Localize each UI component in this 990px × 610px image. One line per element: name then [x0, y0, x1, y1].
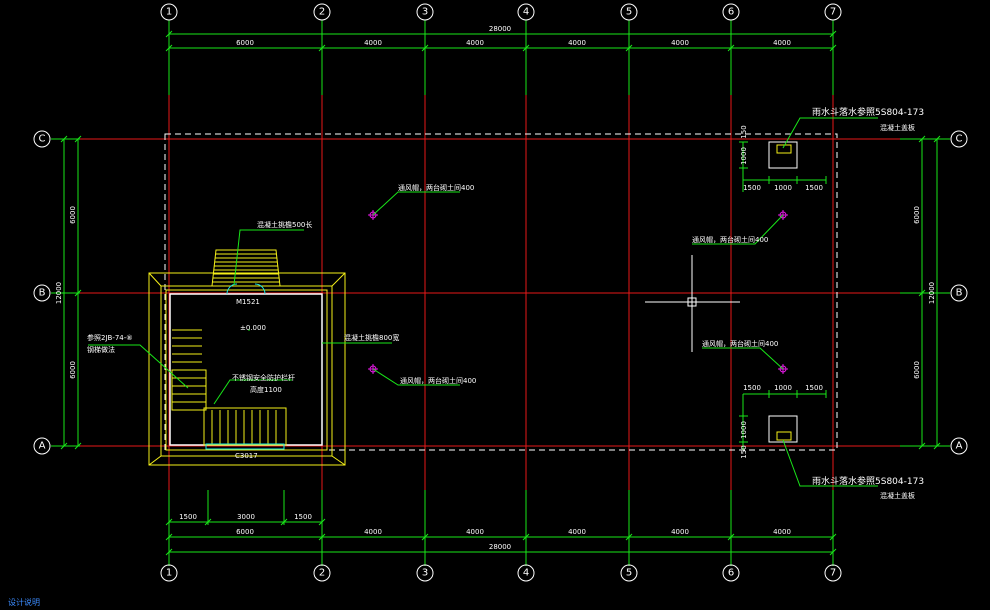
label-vent-4: 通风帽，两台砌土间400 [702, 339, 778, 348]
label-ladder-ref-2: 钢梯做法 [87, 345, 115, 354]
label-rain-top: 雨水斗落水参照5S804-173 [812, 106, 924, 118]
hatch-top-dim-1: 1500 [743, 184, 761, 192]
hatch-top-side-1: 1000 [740, 147, 748, 165]
railing-block [203, 407, 287, 446]
axis-bubbles-top: 1 2 3 4 5 6 7 [160, 3, 842, 21]
top-dimensions [165, 30, 837, 52]
label-parapet: 混凝土挑檐800宽 [344, 333, 399, 342]
dim-bottom-seg-5: 4000 [671, 528, 689, 536]
dim-bottom-total: 28000 [489, 543, 511, 551]
bubble-bottom-1: 1 [166, 568, 172, 579]
hatch-bottom-dim-2: 1000 [774, 384, 792, 392]
label-elevation: ±0.000 [240, 324, 266, 332]
right-dimensions [918, 135, 941, 450]
hatch-top-side-2: 150 [740, 125, 748, 138]
bubble-bottom-5: 5 [626, 568, 632, 579]
dim-right-outer: 12000 [928, 282, 936, 304]
bubble-left-b: B [39, 288, 46, 299]
door-swing [226, 283, 266, 295]
stair-tower [148, 272, 346, 466]
label-rain-bottom-sub: 混凝土盖板 [880, 491, 915, 500]
dim-right-part-2: 6000 [913, 361, 921, 379]
label-canopy: 混凝土挑檐500长 [257, 220, 312, 229]
bubble-right-a: A [956, 441, 963, 452]
dim-bottom-seg-3: 4000 [466, 528, 484, 536]
bubble-top-6: 6 [728, 7, 734, 18]
rain-drain-top [739, 117, 878, 192]
label-rain-top-sub: 混凝土盖板 [880, 123, 915, 132]
dim-top-total: 28000 [489, 25, 511, 33]
label-vent-1: 通风帽，两台砌土间400 [398, 183, 474, 192]
label-ladder-ref: 参照2JB-74-⑧ [87, 333, 133, 342]
dim-top-seg-1: 6000 [236, 39, 254, 47]
dim-bottom-seg-2: 4000 [364, 528, 382, 536]
window-mark [205, 443, 285, 450]
dim-left-part-2: 6000 [69, 361, 77, 379]
bottom-dimensions [165, 490, 837, 556]
axis-lines [80, 95, 900, 490]
label-railing-2: 高度1100 [250, 385, 282, 394]
dim-top-seg-6: 4000 [773, 39, 791, 47]
axis-bubbles-bottom: 1 2 3 4 5 6 7 [160, 564, 842, 582]
hatch-bottom-side-1: 1000 [740, 421, 748, 439]
label-window: C3017 [235, 452, 258, 460]
bubble-top-5: 5 [626, 7, 632, 18]
canopy-hatch [211, 249, 281, 287]
axis-bubbles-sides: C B A C B A [33, 130, 968, 455]
bubble-bottom-4: 4 [523, 568, 529, 579]
crosshair-cursor-icon [645, 255, 740, 352]
hatch-bottom-side-2: 150 [740, 445, 748, 458]
bubble-top-7: 7 [830, 7, 836, 18]
bubble-bottom-6: 6 [728, 568, 734, 579]
dim-top-seg-2: 4000 [364, 39, 382, 47]
bubble-left-c: C [39, 134, 46, 145]
hatch-top-dim-2: 1000 [774, 184, 792, 192]
bubble-bottom-2: 2 [319, 568, 325, 579]
left-dimensions [60, 135, 82, 450]
bubble-top-3: 3 [422, 7, 428, 18]
dim-right-part-1: 6000 [913, 206, 921, 224]
leader-lines-tower [88, 229, 392, 405]
bubble-bottom-3: 3 [422, 568, 428, 579]
dim-bottom-seg-1: 6000 [236, 528, 254, 536]
bubble-top-4: 4 [523, 7, 529, 18]
dim-left-part-1: 6000 [69, 206, 77, 224]
roof-vents [368, 210, 788, 374]
dim-left-outer: 12000 [55, 282, 63, 304]
bubble-top-2: 2 [319, 7, 325, 18]
bubble-left-a: A [39, 441, 46, 452]
dim-bottom-seg-6: 4000 [773, 528, 791, 536]
vent-leaders [372, 191, 784, 386]
steel-ladder [171, 329, 207, 411]
label-vent-3: 通风帽，两台砌土间400 [692, 235, 768, 244]
rain-drain-bottom [739, 390, 878, 487]
bubble-bottom-7: 7 [830, 568, 836, 579]
hatch-bottom-dim-3: 1500 [805, 384, 823, 392]
dim-bottom-sub-1: 1500 [179, 513, 197, 521]
label-railing: 不锈钢安全防护栏杆 [232, 373, 295, 382]
roof-outline [164, 133, 838, 451]
hatch-top-dim-3: 1500 [805, 184, 823, 192]
label-rain-bottom: 雨水斗落水参照5S804-173 [812, 475, 924, 487]
dim-top-seg-3: 4000 [466, 39, 484, 47]
bubble-top-1: 1 [166, 7, 172, 18]
dim-top-seg-4: 4000 [568, 39, 586, 47]
bubble-right-c: C [956, 134, 963, 145]
dim-top-seg-5: 4000 [671, 39, 689, 47]
label-vent-2: 通风帽，两台砌土间400 [400, 376, 476, 385]
bubble-right-b: B [956, 288, 963, 299]
dim-bottom-sub-2: 3000 [237, 513, 255, 521]
witness-lines [51, 20, 950, 566]
dim-bottom-seg-4: 4000 [568, 528, 586, 536]
hatch-bottom-dim-1: 1500 [743, 384, 761, 392]
label-bottom-caption: 设计说明 [8, 597, 40, 606]
label-door: M1521 [236, 298, 260, 306]
dim-bottom-sub-3: 1500 [294, 513, 312, 521]
